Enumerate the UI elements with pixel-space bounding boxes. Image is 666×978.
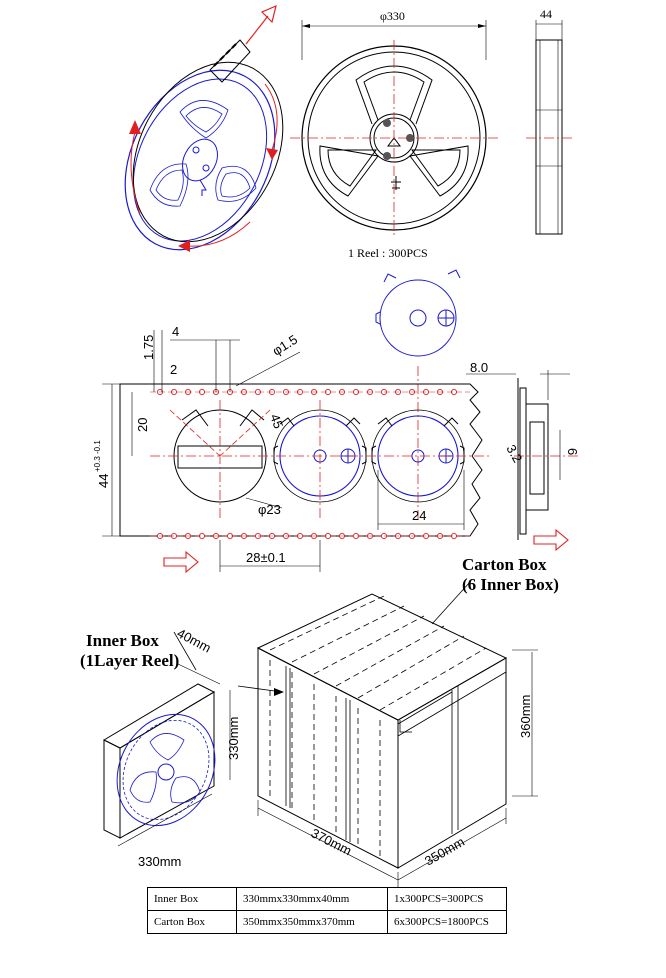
reel-caption: 1 Reel : 300PCS [348,246,428,260]
tape-dim-3-2: 3.2 [503,442,525,465]
tape-dim-20: 20 [135,418,150,432]
tape-dim-2: 2 [170,362,177,377]
reel-width-label: 44 [540,7,552,21]
tape-dim-24: 24 [412,508,426,523]
tape-dim-6: 6 [565,448,580,455]
spec-cell-name: Carton Box [147,910,237,934]
carton-title-line2: (6 Inner Box) [462,575,559,594]
spec-cell-qty: 6x300PCS=1800PCS [387,910,507,934]
tape-dim-4: 4 [172,324,179,339]
inner-dim-40: 40mm [175,625,214,655]
spec-cell-name: Inner Box [147,887,237,911]
carton-title-line1: Carton Box [462,555,547,574]
tape-dim-1-75: 1.75 [141,335,156,360]
inner-title-line2: (1Layer Reel) [80,651,179,670]
reel-perspective [124,4,284,252]
inner-dim-330-h: 330mm [138,854,181,869]
table-row: Inner Box 330mmx330mmx40mm 1x300PCS=300P… [147,887,507,911]
inner-box-drawing [102,631,284,847]
inner-title-line1: Inner Box [86,631,159,650]
spec-cell-size: 350mmx350mmx370mm [236,910,388,934]
tape-dim-23: φ23 [258,502,281,517]
tape-dim-28: 28±0.1 [246,550,286,565]
carton-dim-370: 370mm [309,825,354,858]
carton-box-drawing [256,581,538,888]
inner-dim-330-v: 330mm [226,717,241,760]
table-row: Carton Box 350mmx350mmx370mm 6x300PCS=18… [147,910,507,934]
reel-diameter-label: φ330 [380,9,405,23]
reel-front-view [290,20,500,236]
spec-cell-qty: 1x300PCS=300PCS [387,887,507,911]
tape-dim-44-tol: +0.3 -0.1 [93,440,102,472]
carton-dim-360: 360mm [518,695,533,738]
tape-dim-8: 8.0 [470,360,488,375]
tape-dim-45: 45 [267,412,286,431]
reel-side-view [526,20,574,235]
tape-dim-44: 44 [96,474,111,488]
spec-cell-size: 330mmx330mmx40mm [236,887,388,911]
carton-dim-350: 350mm [422,834,467,869]
tape-drawing [102,269,578,574]
spec-table: Inner Box 330mmx330mmx40mm 1x300PCS=300P… [147,887,507,934]
